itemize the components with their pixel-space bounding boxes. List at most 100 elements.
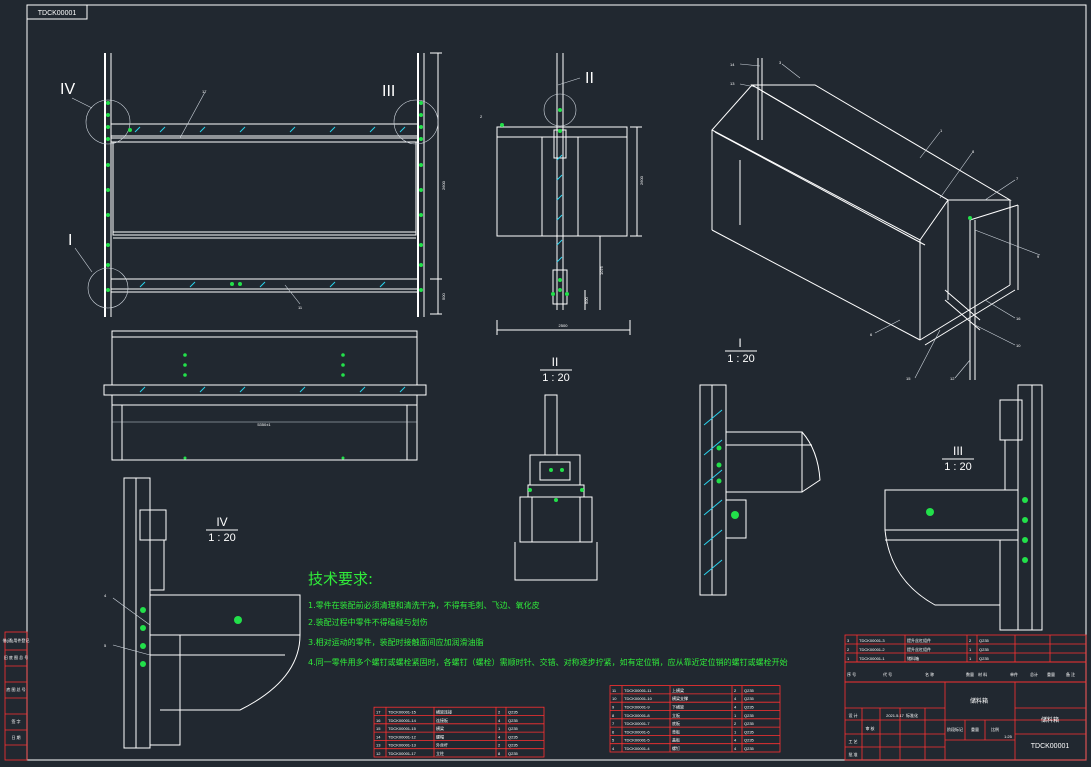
bom-header-cell: 数量 <box>966 671 974 677</box>
bom-left-cell: 连接板 <box>436 717 448 723</box>
balloon-12: 12 <box>950 376 955 381</box>
title-block <box>844 681 1087 761</box>
bom-mid-cell: 底板 <box>672 720 680 726</box>
bom-header-cell: 单件 <box>1010 671 1018 677</box>
tech-req-1: 1.零件在装配前必须清理和清洗干净，不得有毛刺、飞边、氧化皮 <box>308 600 540 610</box>
bom-mid-cell: 盖板 <box>672 737 680 743</box>
balloon-9: 9 <box>1037 254 1040 259</box>
tech-req-2: 2.装配过程中零件不得磕碰与划伤 <box>308 617 428 627</box>
bom-left-cell: Q235 <box>508 710 519 715</box>
bom-left-cell: TDCK00001-15 <box>388 726 417 731</box>
code-tag-box <box>26 4 88 20</box>
side-width-dim: 2500 <box>559 323 569 328</box>
bom-mid-cell: 背板 <box>672 728 680 734</box>
margin-label-3: 签 字 <box>11 718 20 724</box>
tech-req-4: 4.同一零件用多个螺钉或螺栓紧固时，各螺钉（螺栓）需顺时针、交错、对称逐步拧紧，… <box>308 657 788 667</box>
bom-right-cell: TDCK00001-2 <box>859 647 885 652</box>
bom-left-cell: 17 <box>376 710 381 715</box>
bom-mid-cell: 8 <box>612 713 615 718</box>
bom-mid-cell: 4 <box>612 746 615 751</box>
detail-iii-drawing <box>884 384 1043 631</box>
bom-right-cell: 2 <box>847 647 850 652</box>
bom-right-cell: Q235 <box>979 647 990 652</box>
balloon-17: 17 <box>202 89 207 94</box>
margin-label-4: 日 期 <box>11 734 20 740</box>
bom-left-cell: 横梁连接 <box>436 709 452 715</box>
bom-header-cell: 代 号 <box>883 671 892 677</box>
bom-left-cell: TDCK00001-12 <box>388 734 417 739</box>
bom-left-cell: Q235 <box>508 726 519 731</box>
bom-mid-cell: 4 <box>734 738 737 743</box>
bom-mid-cell: TDCK00001-11 <box>624 688 652 693</box>
bom-mid-cell: Q235 <box>744 696 755 701</box>
bom-mid-cell: 7 <box>612 721 615 726</box>
title-scale: 1:25 <box>1004 734 1013 739</box>
balloon-13: 13 <box>730 81 735 86</box>
tech-req-title: 技术要求: <box>308 570 373 588</box>
balloon-3: 3 <box>779 60 782 65</box>
margin-label-2: 底 图 总 号 <box>6 686 25 692</box>
bom-right-cell: 3 <box>847 638 850 643</box>
bom-mid-cell: 1 <box>734 729 737 734</box>
title-process: 工 艺 <box>848 739 857 744</box>
balloon-11: 11 <box>298 305 303 310</box>
bom-header-cell: 名 称 <box>925 671 934 677</box>
bom-mid-cell: TDCK00001-10 <box>624 696 653 701</box>
bom-left-cell: TDCK00001-17 <box>388 751 417 756</box>
bom-left-cell: 2 <box>498 710 501 715</box>
balloon-14: 14 <box>730 62 735 67</box>
bom-right-cell: 提升丝杠组件 <box>907 637 931 643</box>
isometric-view <box>711 58 1041 380</box>
view-label-iii: III <box>382 83 395 100</box>
bom-left-cell: 15 <box>376 726 381 731</box>
title-std: 标准化 <box>906 712 918 718</box>
bom-mid-cell: TDCK00001-6 <box>624 729 650 734</box>
balloon-2: 2 <box>480 114 483 119</box>
bom-left-cell: TDCK00001-13 <box>388 743 417 748</box>
detail-i-label: I <box>738 336 741 350</box>
balloon-8: 8 <box>972 149 975 154</box>
bom-mid-cell: TDCK00001-9 <box>624 705 650 710</box>
drawing-frame <box>26 4 1087 761</box>
side-mid-dim: 1075 <box>599 265 604 275</box>
bom-left-cell: 立柱 <box>436 750 444 756</box>
bom-right-cell: 1 <box>969 656 972 661</box>
bom-left-cell: 16 <box>376 718 381 723</box>
detail-iv-scale: 1 : 20 <box>208 532 236 544</box>
balloon-1: 1 <box>940 128 943 133</box>
title-product: 储料箱 <box>970 697 988 705</box>
bom-right-cell: TDCK00001-1 <box>859 656 885 661</box>
bom-mid-cell: 螺钉 <box>672 745 680 751</box>
bom-left-cell: 1 <box>498 726 501 731</box>
bom-header-cell: 备 注 <box>1066 671 1075 677</box>
bom-mid-cell: Q235 <box>744 721 755 726</box>
bom-left-cell: 4 <box>498 718 501 723</box>
bom-left-cell: 4 <box>498 734 501 739</box>
balloon-7: 7 <box>1016 176 1019 181</box>
margin-label-0: 借(通)用件登记 <box>3 637 30 643</box>
bom-left-cell: 13 <box>376 743 381 748</box>
balloon-16: 16 <box>1016 316 1021 321</box>
view-label-i: I <box>68 232 72 249</box>
bom-mid-cell: 6 <box>612 729 615 734</box>
plan-width-dim: 5350±1 <box>257 422 271 427</box>
bom-mid-cell: Q235 <box>744 688 755 693</box>
margin-label-1: 旧 底 图 总 号 <box>4 654 28 660</box>
bom-right-cell: Q235 <box>979 638 990 643</box>
bom-left-cell: 14 <box>376 734 381 739</box>
left-margin-block <box>4 631 28 761</box>
detail-i-drawing <box>699 384 821 596</box>
bom-mid-cell: 2 <box>734 721 737 726</box>
bom-mid-cell: Q235 <box>744 738 755 743</box>
bom-right-cell: TDCK00001-3 <box>859 638 885 643</box>
bom-mid-cell: 4 <box>734 696 737 701</box>
bom-left-cell: 外丝杆 <box>436 742 448 748</box>
title-process-label: 阶段标记 <box>947 726 963 732</box>
front-height-dim: 2600 <box>441 180 446 190</box>
bom-mid-cell: 4 <box>734 746 737 751</box>
front-view: 2600 500 <box>71 52 446 317</box>
bom-mid-cell: 9 <box>612 705 615 710</box>
